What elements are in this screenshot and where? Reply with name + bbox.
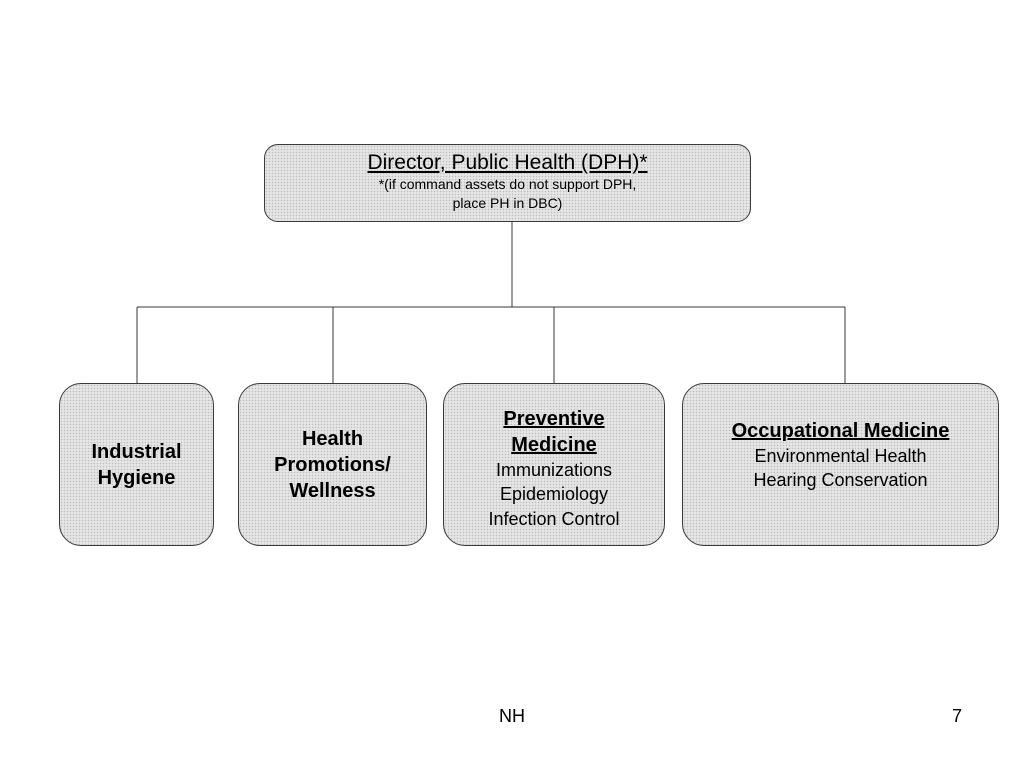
occupational-medicine-item-environmental-health: Environmental Health xyxy=(754,446,927,466)
industrial-hygiene-box: Industrial Hygiene xyxy=(59,383,214,546)
health-promotions-title-line-1: Health xyxy=(301,427,364,450)
industrial-hygiene-title-line-2: Hygiene xyxy=(97,466,176,489)
occupational-medicine-item-hearing-conservation: Hearing Conservation xyxy=(753,470,928,491)
director-title: Director, Public Health (DPH)* xyxy=(367,151,648,174)
health-promotions-title-line-2: Promotions/ xyxy=(274,453,391,476)
occupational-medicine-box: Occupational Medicine Environmental Heal… xyxy=(682,383,999,546)
occupational-medicine-title: Occupational Medicine xyxy=(731,420,950,442)
preventive-medicine-box: Preventive Medicine Immunizations Epidem… xyxy=(443,383,665,546)
preventive-medicine-item-epidemiology: Epidemiology xyxy=(499,484,609,505)
industrial-hygiene-title-line-1: Industrial xyxy=(91,440,182,463)
health-promotions-box: Health Promotions/ Wellness xyxy=(238,383,427,546)
preventive-medicine-title-line-1: Preventive xyxy=(503,408,605,430)
director-note-line-2: place PH in DBC) xyxy=(452,195,563,212)
preventive-medicine-item-infection-control: Infection Control xyxy=(488,508,620,529)
footer-label: NH xyxy=(499,706,525,726)
director-box: Director, Public Health (DPH)* *(if comm… xyxy=(264,144,751,222)
health-promotions-title-line-3: Wellness xyxy=(289,479,376,502)
page-number: 7 xyxy=(951,706,962,726)
preventive-medicine-item-immunizations: Immunizations xyxy=(495,460,613,480)
director-note-line-1: *(if command assets do not support DPH, xyxy=(378,176,637,193)
preventive-medicine-title-line-2: Medicine xyxy=(511,434,597,456)
